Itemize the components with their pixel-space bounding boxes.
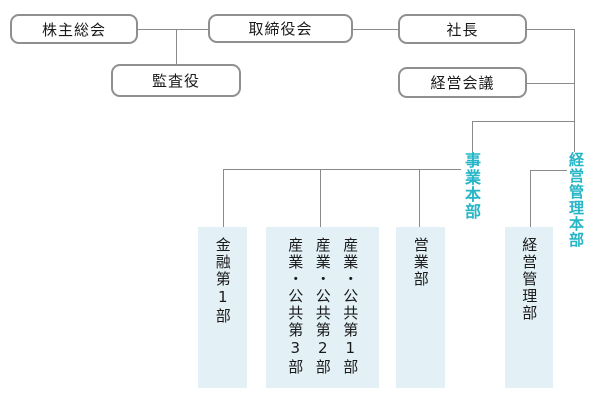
connector-division-branch: [472, 121, 575, 122]
connector-management-meeting-right: [527, 83, 574, 84]
dept-sales: 営業部: [396, 227, 445, 388]
node-shareholders-meeting: 株主総会: [10, 14, 138, 44]
connector-industry-drop: [320, 169, 321, 227]
node-board-of-directors-label: 取締役会: [248, 20, 313, 38]
dept-industry-public-3-label: 産業・公共第3部: [286, 237, 305, 376]
connector-auditor-drop: [176, 29, 177, 64]
node-president: 社長: [398, 14, 527, 44]
dept-management-admin-label: 経営管理部: [520, 237, 539, 322]
dept-industry-public-1-label: 産業・公共第1部: [341, 237, 360, 376]
dept-finance-1-label: 金融第1部: [213, 237, 232, 325]
node-auditor: 監査役: [111, 64, 241, 97]
node-management-meeting-label: 経営会議: [430, 74, 495, 92]
connector-board-president: [353, 29, 398, 30]
dept-industry-public-group: 産業・公共第1部 産業・公共第2部 産業・公共第3部: [266, 227, 379, 388]
node-shareholders-meeting-label: 株主総会: [41, 20, 106, 39]
dept-finance-1: 金融第1部: [198, 227, 247, 388]
connector-management-admin-branch: [530, 170, 567, 171]
connector-shareholders-board: [138, 29, 208, 30]
node-board-of-directors: 取締役会: [208, 14, 353, 43]
connector-business-hq-departments: [223, 169, 461, 170]
node-auditor-label: 監査役: [151, 72, 200, 90]
dept-sales-label: 営業部: [411, 237, 430, 288]
dept-industry-public-2-label: 産業・公共第2部: [313, 237, 332, 376]
node-management-meeting: 経営会議: [398, 67, 527, 98]
connector-main-vertical: [574, 29, 575, 152]
connector-president-right: [527, 29, 574, 30]
dept-management-admin: 経営管理部: [505, 227, 553, 388]
connector-management-admin-drop: [530, 170, 531, 227]
division-label-management-admin-hq: 経営管理本部: [567, 152, 585, 248]
connector-finance-drop: [223, 169, 224, 227]
connector-business-hq-drop: [472, 121, 473, 152]
connector-sales-drop: [419, 169, 420, 227]
division-label-business-hq: 事業本部: [462, 152, 481, 220]
node-president-label: 社長: [446, 20, 479, 39]
